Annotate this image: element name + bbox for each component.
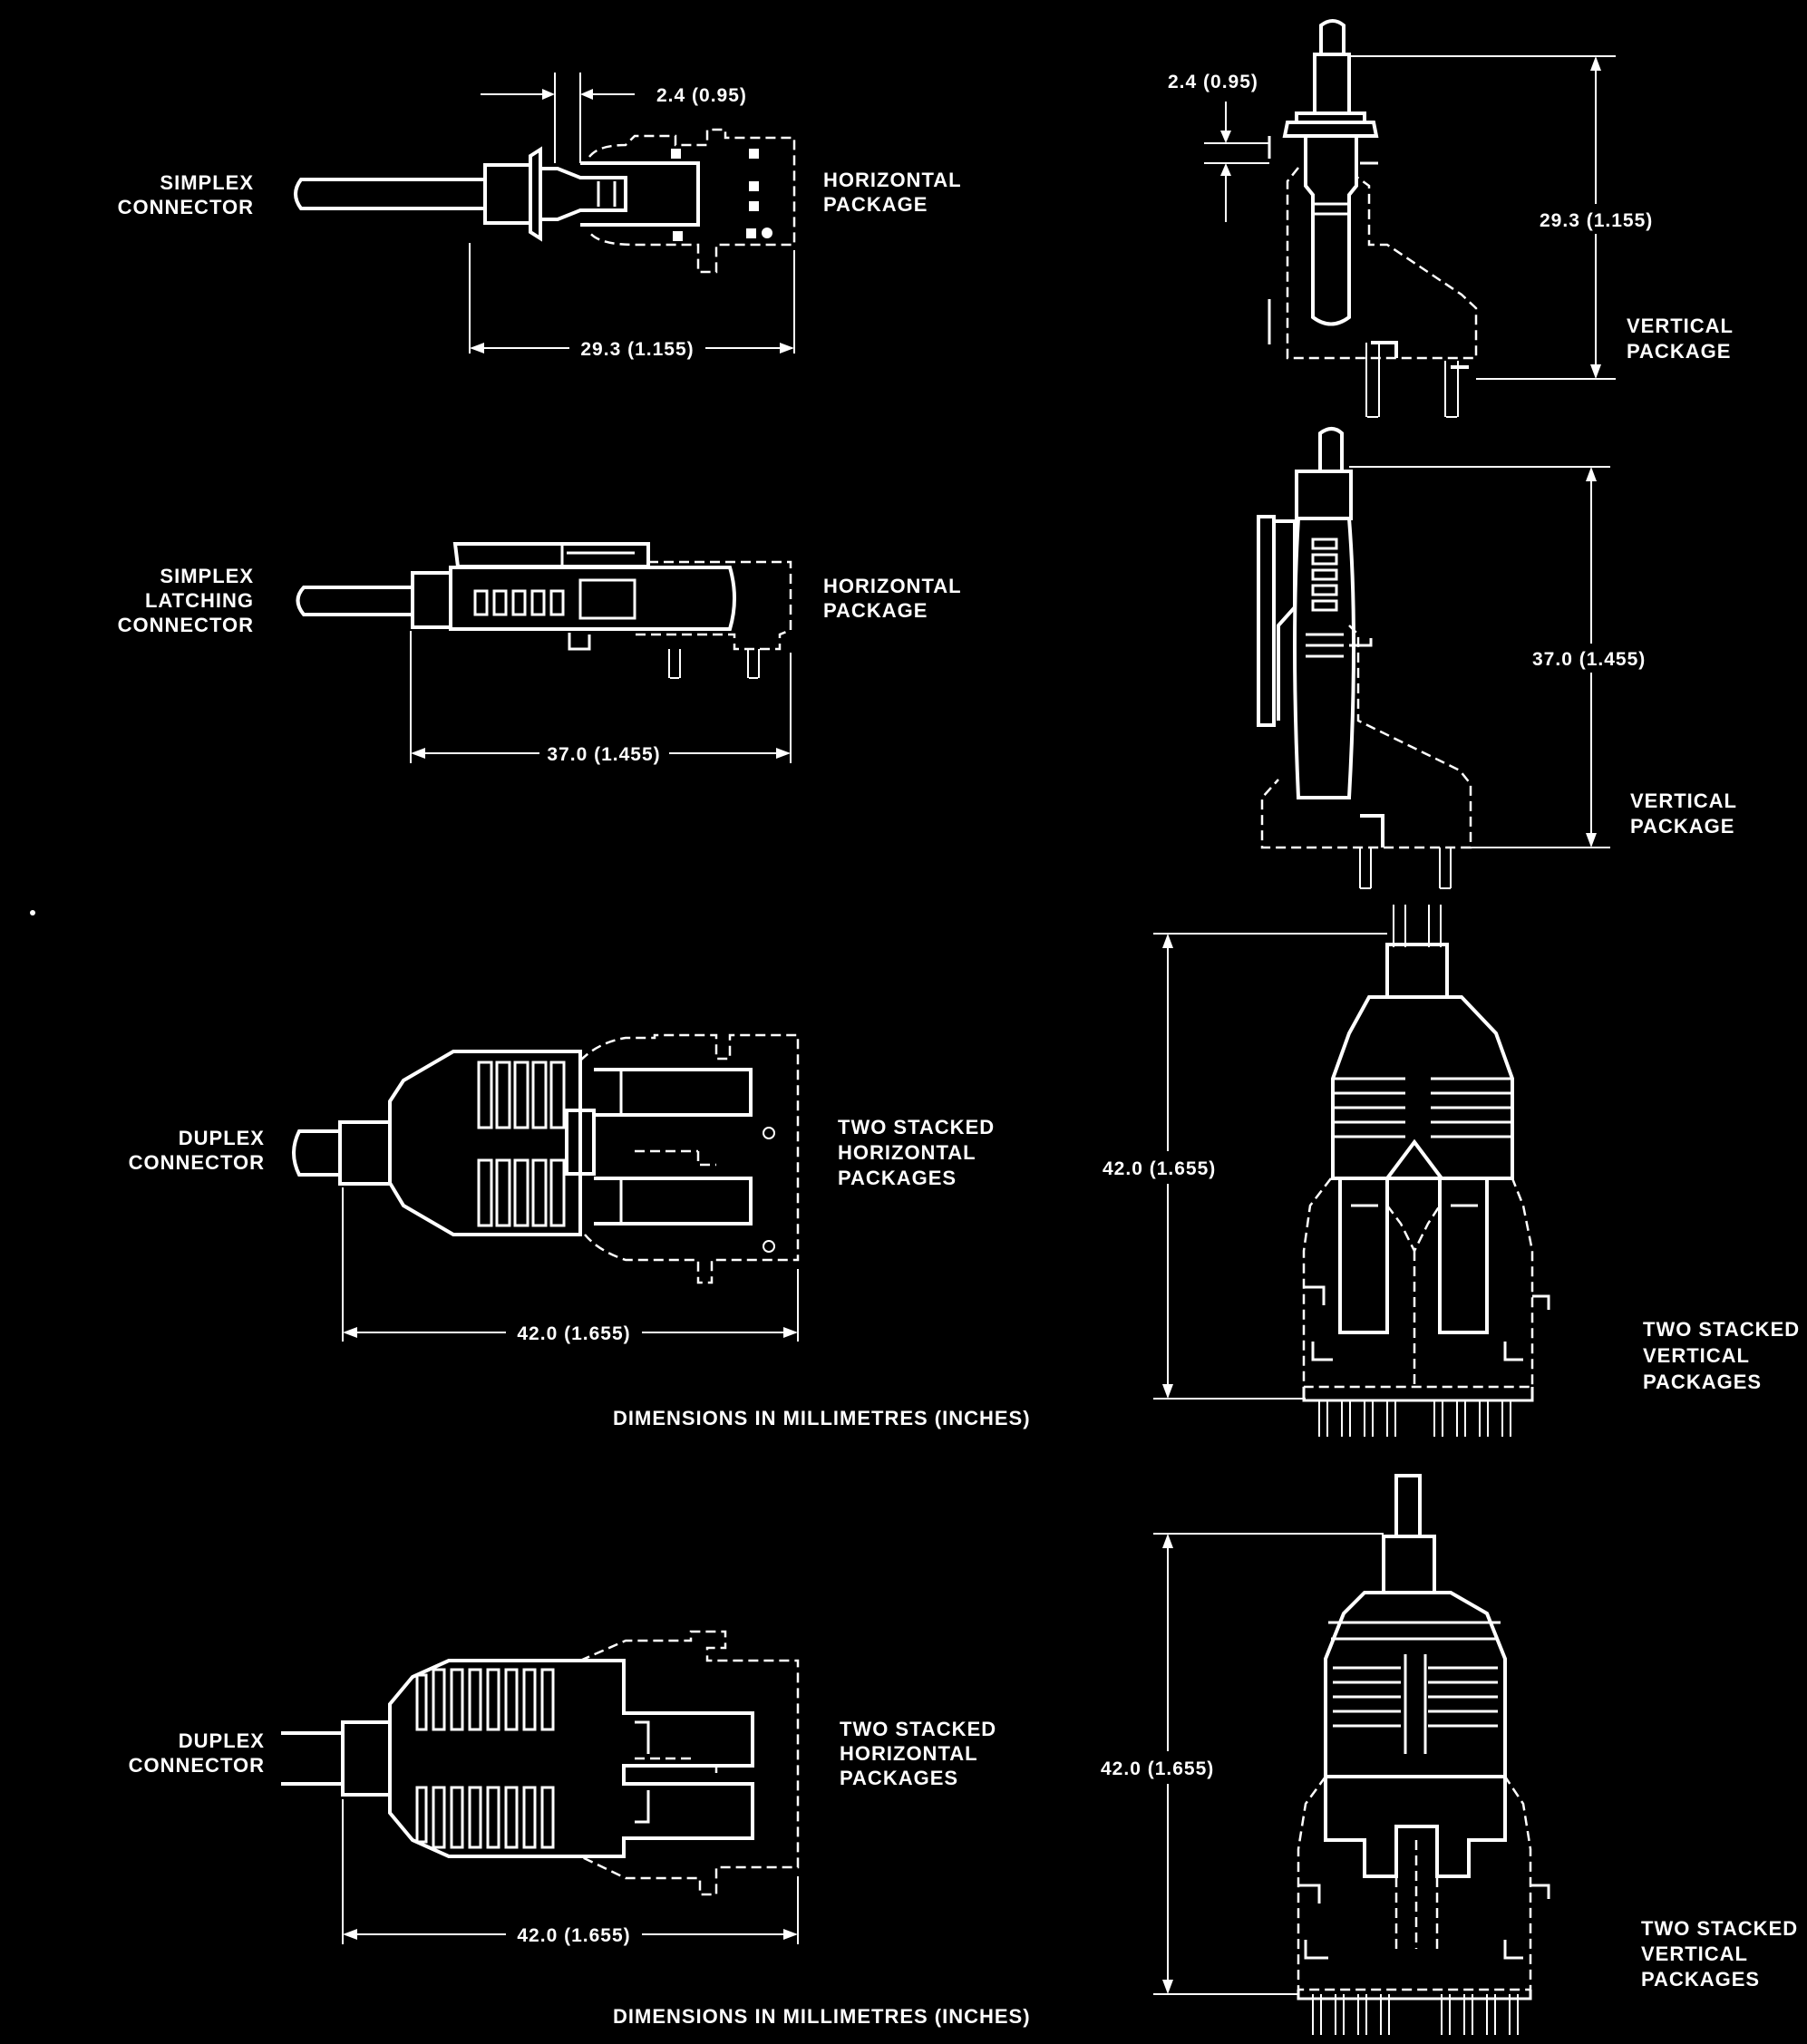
simplex-horizontal-drawing (294, 73, 796, 354)
latching-length-dimension: 37.0 (1.455) (547, 744, 660, 765)
stacked-vertical-label-3: PACKAGES (1643, 1371, 1762, 1393)
duplex-length-dimension-vertical-1: 42.0 (1.655) (1103, 1158, 1216, 1179)
stacked-vertical-label-2: VERTICAL (1643, 1344, 1750, 1367)
duplex-connector-label-1: DUPLEX (179, 1127, 265, 1149)
duplex-vertical-drawing-2 (1153, 1474, 1550, 2035)
latching-label-2: LATCHING (145, 589, 254, 612)
gap-dimension-label-vertical: 2.4 (0.95) (1168, 72, 1258, 92)
duplex-length-dimension-vertical-2: 42.0 (1.655) (1101, 1758, 1214, 1779)
stacked-horizontal-label-1: TWO STACKED (838, 1116, 995, 1138)
simplex-length-dimension-vertical: 29.3 (1.155) (1540, 210, 1653, 231)
units-note-1: DIMENSIONS IN MILLIMETRES (INCHES) (613, 1407, 1031, 1429)
latching-vertical-drawing (1257, 427, 1610, 889)
stacked-vertical-label-3b: PACKAGES (1641, 1968, 1760, 1991)
duplex-length-dimension-2: 42.0 (1.655) (517, 1925, 630, 1946)
latching-label-3: CONNECTOR (118, 614, 254, 636)
duplex-length-dimension-1: 42.0 (1.655) (517, 1323, 630, 1344)
stacked-vertical-label-1b: TWO STACKED (1641, 1917, 1798, 1940)
duplex-horizontal-drawing-1 (292, 1033, 800, 1342)
duplex-connector-label-2: CONNECTOR (129, 1151, 265, 1174)
stacked-vertical-label-1: TWO STACKED (1643, 1318, 1800, 1341)
duplex-horizontal-drawing-2 (281, 1630, 800, 1944)
horizontal-package-label-1b: HORIZONTAL (823, 575, 962, 597)
duplex-connector-label-2b: CONNECTOR (129, 1754, 265, 1777)
horizontal-package-label-2b: PACKAGE (823, 599, 928, 622)
stacked-horizontal-label-2: HORIZONTAL (838, 1141, 976, 1164)
simplex-connector-label-1: SIMPLEX (160, 171, 254, 194)
stacked-horizontal-label-3b: PACKAGES (840, 1767, 958, 1789)
gap-dimension-label: 2.4 (0.95) (656, 85, 747, 106)
duplex-vertical-drawing-1 (1153, 905, 1550, 1437)
vertical-package-label-2b: PACKAGE (1630, 815, 1734, 838)
stacked-horizontal-label-3: PACKAGES (838, 1167, 957, 1189)
units-note-2: DIMENSIONS IN MILLIMETRES (INCHES) (613, 2005, 1031, 2028)
horizontal-package-label-1: HORIZONTAL (823, 169, 962, 191)
duplex-connector-label-1b: DUPLEX (179, 1729, 265, 1752)
simplex-vertical-drawing (1204, 19, 1616, 418)
vertical-package-label-1: VERTICAL (1627, 315, 1734, 337)
simplex-length-dimension: 29.3 (1.155) (580, 339, 694, 360)
vertical-package-label-2: PACKAGE (1627, 340, 1731, 363)
stacked-horizontal-label-2b: HORIZONTAL (840, 1742, 978, 1765)
latching-length-dimension-vertical: 37.0 (1.455) (1532, 649, 1646, 670)
simplex-connector-label-2: CONNECTOR (118, 196, 254, 218)
stacked-vertical-label-2b: VERTICAL (1641, 1942, 1748, 1965)
latching-horizontal-drawing (296, 542, 792, 763)
stray-dot (30, 910, 35, 915)
vertical-package-label-1b: VERTICAL (1630, 790, 1737, 812)
latching-label-1: SIMPLEX (160, 565, 254, 587)
stacked-horizontal-label-1b: TWO STACKED (840, 1718, 996, 1740)
horizontal-package-label-2: PACKAGE (823, 193, 928, 216)
